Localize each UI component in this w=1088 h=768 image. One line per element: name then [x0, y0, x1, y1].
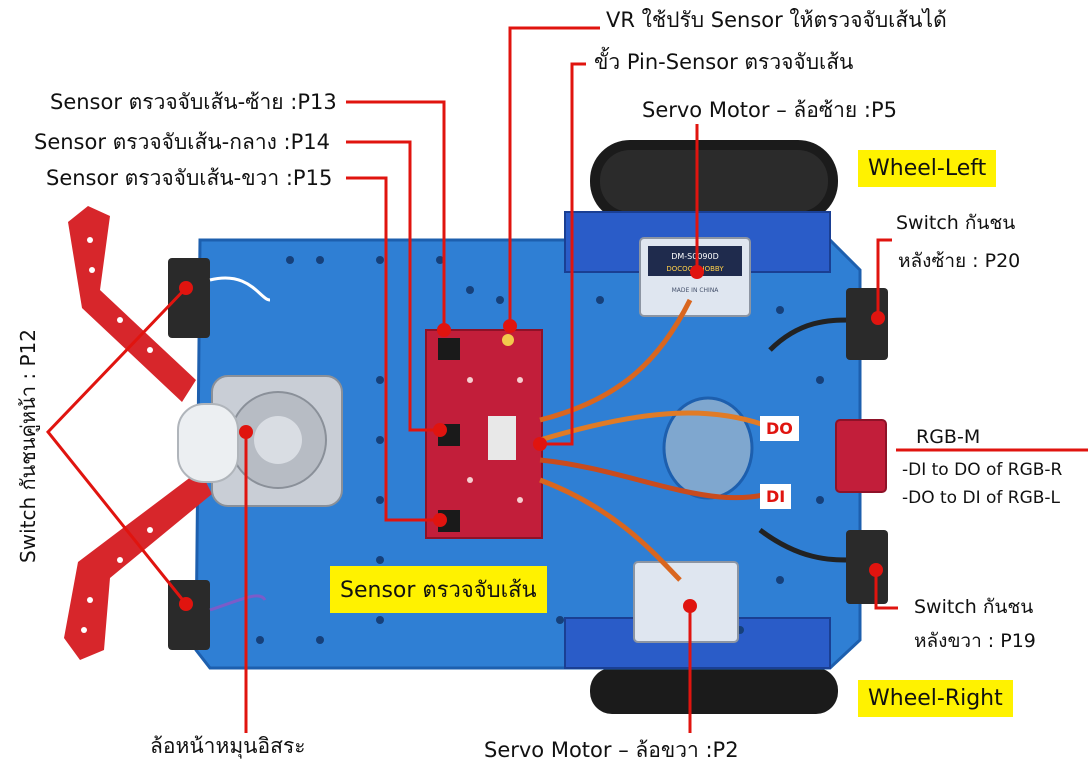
caster-wheel: [177, 403, 239, 483]
label-switch-rear-left: Switch กันชน: [896, 212, 1016, 234]
front-switch-bottom: [168, 580, 210, 650]
lego-arm-bottom: [64, 470, 212, 660]
lego-arm-top: [68, 206, 196, 402]
label-wheel-left: Wheel-Left: [858, 150, 997, 187]
tag-do: DO: [760, 416, 799, 441]
rgb-module: [835, 419, 887, 493]
label-sensor-middle: Sensor ตรวจจับเส้น-กลาง :P14: [34, 130, 330, 154]
label-servo-right: Servo Motor – ล้อขวา :P2: [484, 738, 739, 762]
tag-di: DI: [760, 484, 792, 509]
label-vr: VR ใช้ปรับ Sensor ให้ตรวจจับเส้นได้: [606, 8, 947, 32]
label-switch-rear-right-pin: หลังขวา : P19: [914, 630, 1036, 652]
label-wheel-right: Wheel-Right: [858, 680, 1013, 717]
label-pin-sensor: ขั้ว Pin-Sensor ตรวจจับเส้น: [594, 50, 854, 74]
label-switch-front: Switch กันชนคู่หน้า : P12: [16, 329, 40, 563]
front-switch-top: [168, 258, 210, 338]
label-switch-rear-left-pin: หลังซ้าย : P20: [898, 250, 1021, 272]
label-caster-wheel: ล้อหน้าหมุนอิสระ: [150, 734, 306, 758]
label-rgb-line2: -DO to DI of RGB-L: [902, 488, 1061, 508]
servo-made: MADE IN CHINA: [672, 287, 720, 294]
servo-model: DM-S0090D: [671, 252, 719, 261]
label-sensor-right: Sensor ตรวจจับเส้น-ขวา :P15: [46, 166, 333, 190]
label-servo-left: Servo Motor – ล้อซ้าย :P5: [642, 98, 897, 122]
rear-switch-left: [846, 288, 888, 360]
label-switch-rear-right: Switch กันชน: [914, 596, 1034, 618]
label-rgb-line1: -DI to DO of RGB-R: [902, 460, 1063, 480]
label-rgb-title: RGB-M: [916, 426, 981, 448]
label-sensor-box: Sensor ตรวจจับเส้น: [330, 566, 547, 613]
label-sensor-left: Sensor ตรวจจับเส้น-ซ้าย :P13: [50, 90, 337, 114]
pointer-lines: [46, 26, 1088, 733]
wheel-right: [590, 668, 838, 714]
